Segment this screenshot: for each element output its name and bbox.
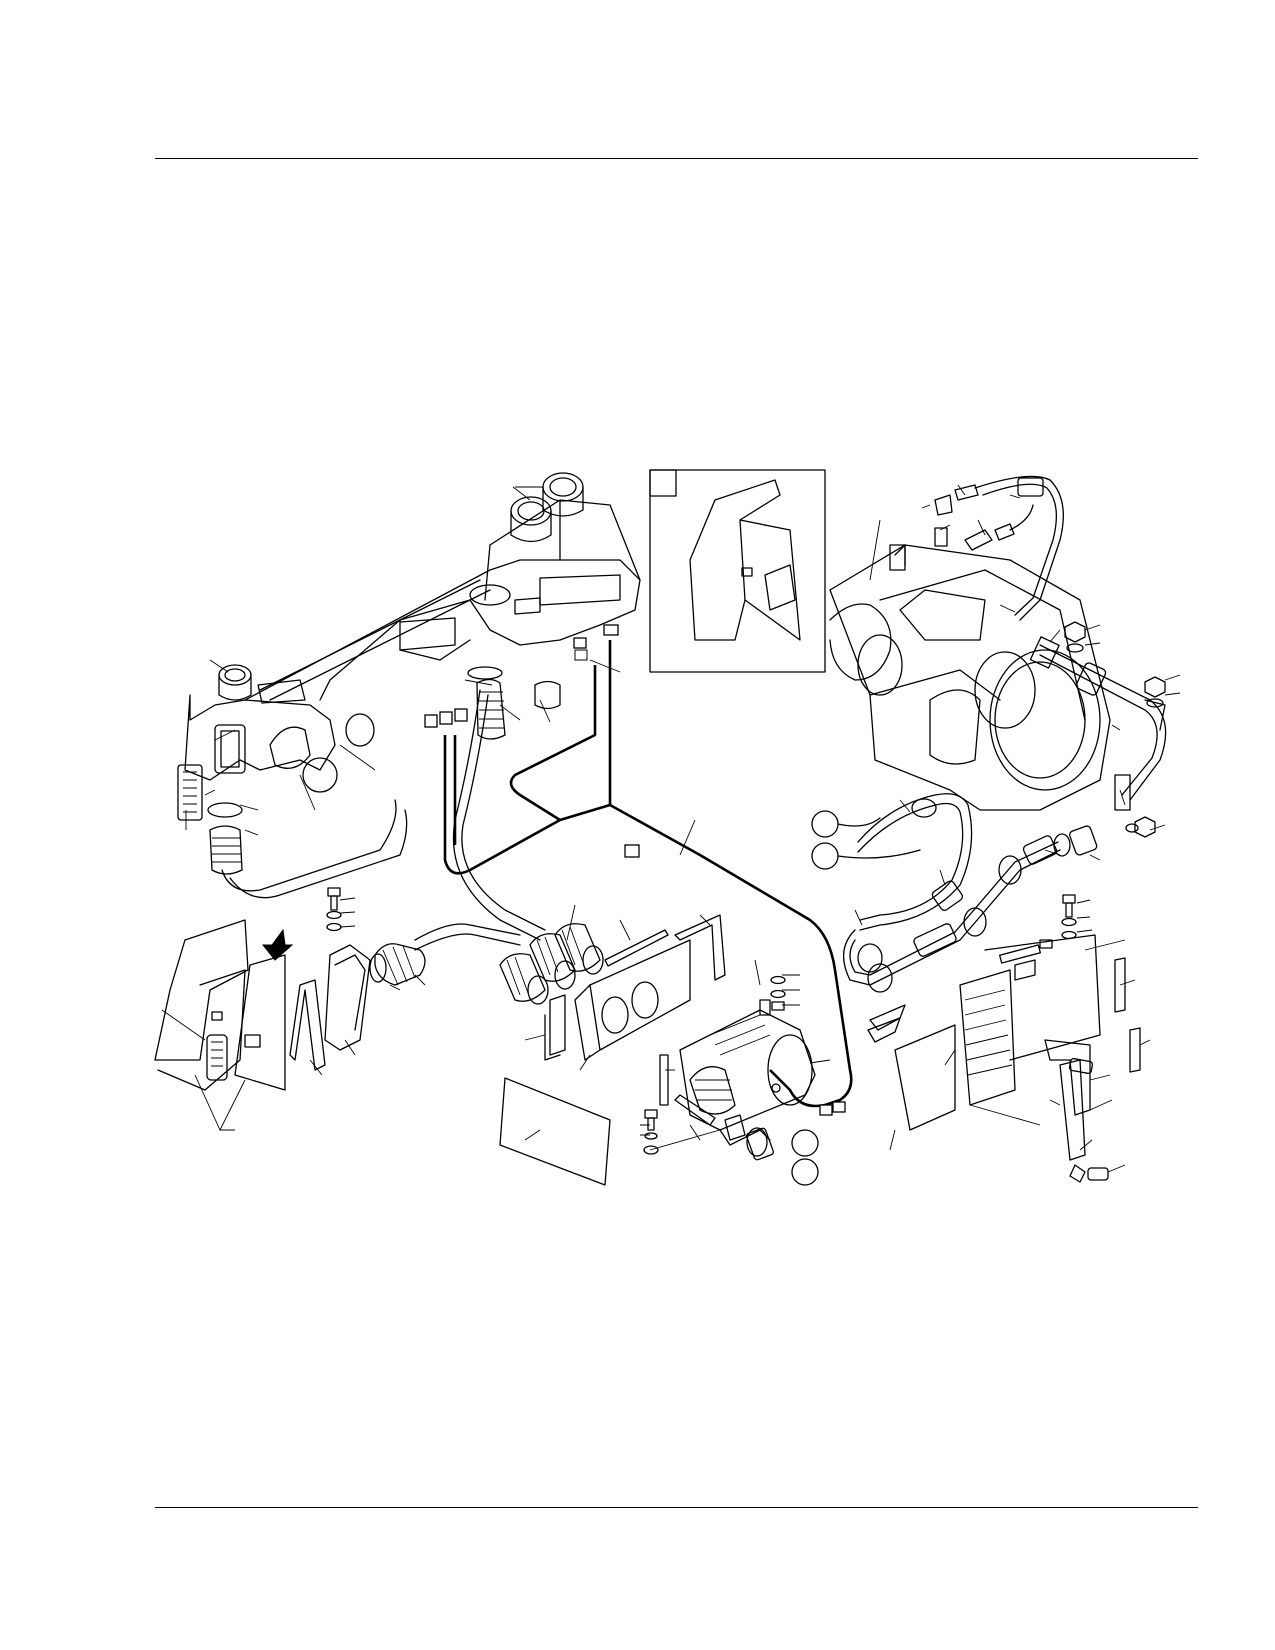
- view-arrow: [261, 928, 294, 961]
- nuts-washers-right: [1064, 621, 1166, 838]
- heater-hoses-mid: [843, 793, 1098, 993]
- vent-outlet-top: [510, 472, 584, 543]
- center-flex-ducts: [499, 923, 604, 1005]
- coolant-hoses-right: [1029, 636, 1167, 811]
- blower-mounting-hardware: [643, 975, 786, 1161]
- duct-hose-runs: [221, 689, 546, 951]
- front-duct-assembly: [184, 499, 641, 781]
- valve-fittings-top: [934, 475, 1064, 621]
- wiring-harness: [424, 624, 853, 1116]
- connector-pins: [867, 1004, 906, 1043]
- blower-housing: [679, 1009, 816, 1146]
- bracket-assembly-right: [894, 934, 1141, 1183]
- side-trim-panel: [154, 919, 286, 1091]
- insulation-pad: [499, 1077, 611, 1186]
- plenum-bracket: [544, 914, 771, 1061]
- louver-vent: [177, 764, 203, 821]
- footer-rule: [155, 1507, 1198, 1508]
- vent-outlet-left: [214, 664, 375, 793]
- bracket-clip: [289, 944, 371, 1071]
- bolt-washers-right: [1061, 894, 1077, 940]
- heater-core-assembly: [829, 544, 1111, 811]
- flex-hose-left: [207, 802, 243, 875]
- hose-connector-mid: [467, 666, 561, 740]
- leader-lines: [161, 484, 1181, 1173]
- header-rule: [155, 158, 1198, 159]
- bolt-washers-left: [326, 887, 342, 932]
- detail-inset: [649, 469, 826, 673]
- reference-circles: [791, 810, 921, 1186]
- flex-hose-lower-left: [369, 943, 426, 986]
